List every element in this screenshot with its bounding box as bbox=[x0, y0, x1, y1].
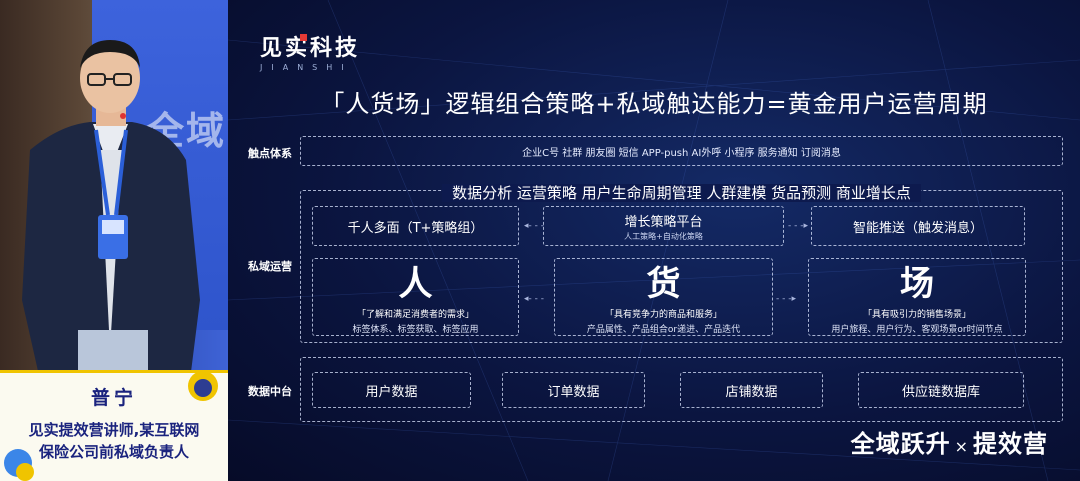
analysis-text: 数据分析 运营策略 用户生命周期管理 人群建模 货品预测 商业增长点 bbox=[442, 184, 921, 202]
scene-desc: 「具有吸引力的销售场景」 bbox=[862, 310, 971, 320]
logo-subtext: JIANSHI bbox=[260, 63, 353, 72]
goods-tags: 产品属性、产品组合or递进、产品迭代 bbox=[586, 325, 741, 335]
arrow-right-icon: - - -▸ bbox=[776, 294, 796, 304]
private-row-label: 私域运营 bbox=[248, 260, 292, 273]
speaker-name-card: 普宁 见实提效营讲师,某互联网 保险公司前私域负责人 bbox=[0, 370, 228, 481]
slide-title: 「人货场」逻辑组合策略+私域触达能力=黄金用户运营周期 bbox=[320, 90, 988, 118]
brand-right: 提效营 bbox=[973, 430, 1048, 458]
arrow-left-icon: ◂- - - bbox=[524, 221, 544, 231]
people-glyph: 人 bbox=[398, 264, 433, 304]
people-box: 人 「了解和满足消费者的需求」 标签体系、标签获取、标签应用 bbox=[312, 258, 519, 336]
speaker-video-panel: 全域 普宁 见实提效营讲师,某互联网 保险公司前私域负责人 bbox=[0, 0, 228, 481]
data-item-supply: 供应链数据库 bbox=[858, 372, 1024, 408]
logo-text: 见实科技 bbox=[260, 36, 361, 61]
logo-mark bbox=[300, 34, 307, 41]
speaker-figure bbox=[22, 40, 200, 380]
growth-platform-box: 增长策略平台 人工策略+自动化策略 bbox=[543, 206, 784, 246]
data-item-store: 店铺数据 bbox=[680, 372, 823, 408]
scene-glyph: 场 bbox=[900, 264, 934, 304]
event-brand: 全域跃升×提效营 bbox=[851, 424, 1048, 459]
decor-circle bbox=[16, 463, 34, 481]
brand-x: × bbox=[954, 437, 969, 456]
speaker-title-line2: 保险公司前私域负责人 bbox=[38, 443, 189, 461]
people-desc: 「了解和满足消费者的需求」 bbox=[356, 310, 474, 320]
goods-desc: 「具有竞争力的商品和服务」 bbox=[604, 310, 722, 320]
multi-face-box: 千人多面（T+策略组） bbox=[312, 206, 519, 246]
arrow-left-icon: ◂- - - bbox=[524, 294, 544, 304]
speaker-name: 普宁 bbox=[90, 387, 137, 409]
scene-box: 场 「具有吸引力的销售场景」 用户旅程、用户行为、客观场景or时间节点 bbox=[808, 258, 1026, 336]
goods-glyph: 货 bbox=[646, 264, 681, 304]
speaker-title-line1: 见实提效营讲师,某互联网 bbox=[28, 421, 200, 439]
touch-row-label: 触点体系 bbox=[248, 147, 292, 160]
decor-circle bbox=[194, 379, 212, 397]
smart-push-label: 智能推送（触发消息） bbox=[852, 220, 983, 236]
growth-platform-sub: 人工策略+自动化策略 bbox=[624, 231, 703, 241]
goods-box: 货 「具有竞争力的商品和服务」 产品属性、产品组合or递进、产品迭代 bbox=[554, 258, 773, 336]
touchpoint-list: 企业C号 社群 朋友圈 短信 APP-push AI外呼 小程序 服务通知 订阅… bbox=[300, 136, 1063, 166]
data-item-order: 订单数据 bbox=[502, 372, 645, 408]
smart-push-box: 智能推送（触发消息） bbox=[811, 206, 1025, 246]
arrow-right-icon: - - -▸ bbox=[788, 221, 808, 231]
speaker-title: 见实提效营讲师,某互联网 保险公司前私域负责人 bbox=[0, 419, 228, 463]
background-grid bbox=[228, 0, 1080, 481]
presentation-slide: 见实科技 JIANSHI 「人货场」逻辑组合策略+私域触达能力=黄金用户运营周期… bbox=[228, 0, 1080, 481]
analysis-strip: 数据分析 运营策略 用户生命周期管理 人群建模 货品预测 商业增长点 bbox=[300, 182, 1063, 203]
multi-face-label: 千人多面（T+策略组） bbox=[347, 220, 484, 236]
company-logo: 见实科技 JIANSHI bbox=[260, 30, 360, 72]
scene-tags: 用户旅程、用户行为、客观场景or时间节点 bbox=[831, 325, 1003, 335]
brand-left: 全域跃升 bbox=[850, 430, 951, 458]
data-center-frame bbox=[300, 357, 1063, 422]
growth-platform-title: 增长策略平台 bbox=[624, 214, 703, 230]
data-item-user: 用户数据 bbox=[312, 372, 471, 408]
data-row-label: 数据中台 bbox=[248, 385, 292, 398]
people-tags: 标签体系、标签获取、标签应用 bbox=[352, 325, 479, 335]
